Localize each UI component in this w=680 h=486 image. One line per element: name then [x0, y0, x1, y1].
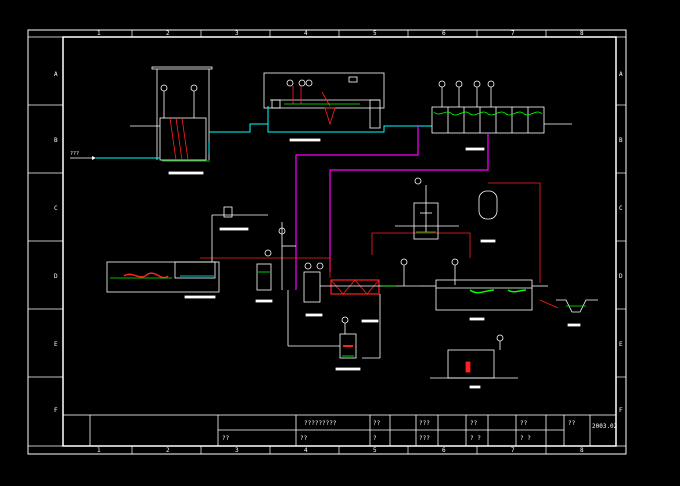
col-label: 3 — [235, 447, 239, 454]
col-label: 4 — [304, 447, 308, 454]
col-label: 5 — [373, 30, 377, 37]
column-labels-bottom: 1 2 3 4 5 6 7 8 — [97, 447, 584, 454]
col-label: 2 — [166, 30, 170, 37]
drawing-title: ????????? — [304, 420, 337, 427]
row-label: C — [54, 205, 58, 212]
col-label: 8 — [580, 447, 584, 454]
title-cell: ? — [373, 435, 377, 442]
top-column-ruler — [28, 30, 626, 38]
col-label: 7 — [511, 30, 515, 37]
title-block — [62, 414, 617, 447]
left-row-ruler — [28, 104, 626, 378]
row-label: F — [619, 407, 623, 414]
col-label: 1 — [97, 30, 101, 37]
sludge-return-lines — [295, 125, 489, 290]
col-label: 2 — [166, 447, 170, 454]
aeration-basin-top — [431, 80, 572, 151]
row-label: E — [619, 341, 623, 348]
bio-reactor — [287, 258, 459, 359]
title-cell: ?? — [300, 435, 308, 442]
drawing-date: 2003.02 — [592, 423, 618, 430]
row-labels-right: A B C D E F — [619, 71, 623, 414]
sludge-building — [430, 334, 518, 389]
inlet: ??? — [70, 151, 96, 160]
row-label: A — [54, 71, 58, 78]
inlet-water-line — [96, 106, 269, 159]
title-cell: ? ? — [520, 435, 531, 442]
title-cell: ?? — [222, 435, 230, 442]
title-cell: ??? — [419, 435, 430, 442]
inlet-label: ??? — [70, 151, 79, 157]
row-label: F — [54, 407, 58, 414]
title-cell: ?? — [470, 420, 478, 427]
col-label: 1 — [97, 447, 101, 454]
title-cell: ? ? — [470, 435, 481, 442]
col-label: 7 — [511, 447, 515, 454]
title-cell: ?? — [568, 420, 576, 427]
column-reactor — [255, 222, 296, 303]
row-label: A — [619, 71, 623, 78]
column-labels-top: 1 2 3 4 5 6 7 8 — [97, 30, 584, 37]
col-label: 6 — [442, 30, 446, 37]
col-label: 6 — [442, 447, 446, 454]
outlet-channel — [556, 299, 598, 327]
outer-frame — [27, 29, 627, 455]
row-labels-left: A B C D E F — [54, 71, 58, 414]
gas-holder — [478, 190, 498, 243]
col-label: 5 — [373, 447, 377, 454]
col-label: 8 — [580, 30, 584, 37]
row-label: C — [619, 205, 623, 212]
air-supply-lines — [200, 182, 559, 309]
mid-water-line — [267, 106, 432, 133]
inner-frame — [62, 36, 617, 447]
title-cell: ?? — [373, 420, 381, 427]
row-label: B — [54, 137, 58, 144]
secondary-clarifier — [420, 279, 548, 321]
row-label: E — [54, 341, 58, 348]
row-label: D — [54, 273, 58, 280]
col-label: 4 — [304, 30, 308, 37]
sludge-thickener — [335, 316, 361, 371]
mid-clarifier — [395, 177, 459, 240]
bottom-column-ruler — [28, 445, 626, 454]
dosing-building — [263, 72, 385, 142]
title-cell: ??? — [419, 420, 430, 427]
grit-tank-area — [106, 206, 268, 299]
col-label: 3 — [235, 30, 239, 37]
row-label: B — [619, 137, 623, 144]
row-label: D — [619, 273, 623, 280]
title-cell: ?? — [520, 420, 528, 427]
